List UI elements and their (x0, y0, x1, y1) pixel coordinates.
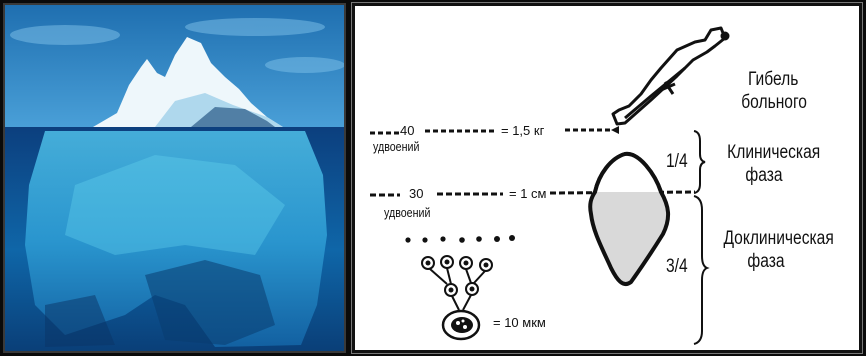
death-label-line1: Гибель (733, 69, 813, 90)
level-30-value: = 1 см (509, 186, 546, 201)
preclinical-label-line2: фаза (725, 251, 807, 272)
iceberg-illustration (5, 5, 344, 351)
cell-size-label: = 10 мкм (493, 315, 546, 330)
level-40-number: 40 (400, 123, 414, 138)
cell-division-tree (422, 256, 492, 310)
iceberg-photo (3, 3, 346, 353)
clinical-label-line2: фаза (723, 165, 805, 186)
tumor-shape (590, 154, 668, 284)
level-40-word: удвоений (373, 139, 419, 154)
preclinical-fraction: 3/4 (666, 256, 688, 277)
patient-figure (613, 28, 728, 124)
clinical-label-line1: Клиническая (713, 142, 834, 163)
level-30-number: 30 (409, 186, 423, 201)
preclinical-label-line1: Доклиническая (713, 228, 844, 249)
level-30-word: удвоений (384, 205, 430, 220)
tumor-growth-diagram: 40 удвоений = 1,5 кг 30 удвоений = 1 см … (352, 3, 862, 353)
clinical-fraction: 1/4 (666, 151, 688, 172)
brace-clinical (694, 131, 705, 193)
cell-dots-row (405, 235, 515, 243)
death-label-line2: больного (729, 92, 819, 113)
arrow-to-death (611, 126, 619, 134)
single-cell (443, 311, 479, 339)
brace-preclinical (694, 196, 707, 344)
level-40-value: = 1,5 кг (501, 123, 544, 138)
